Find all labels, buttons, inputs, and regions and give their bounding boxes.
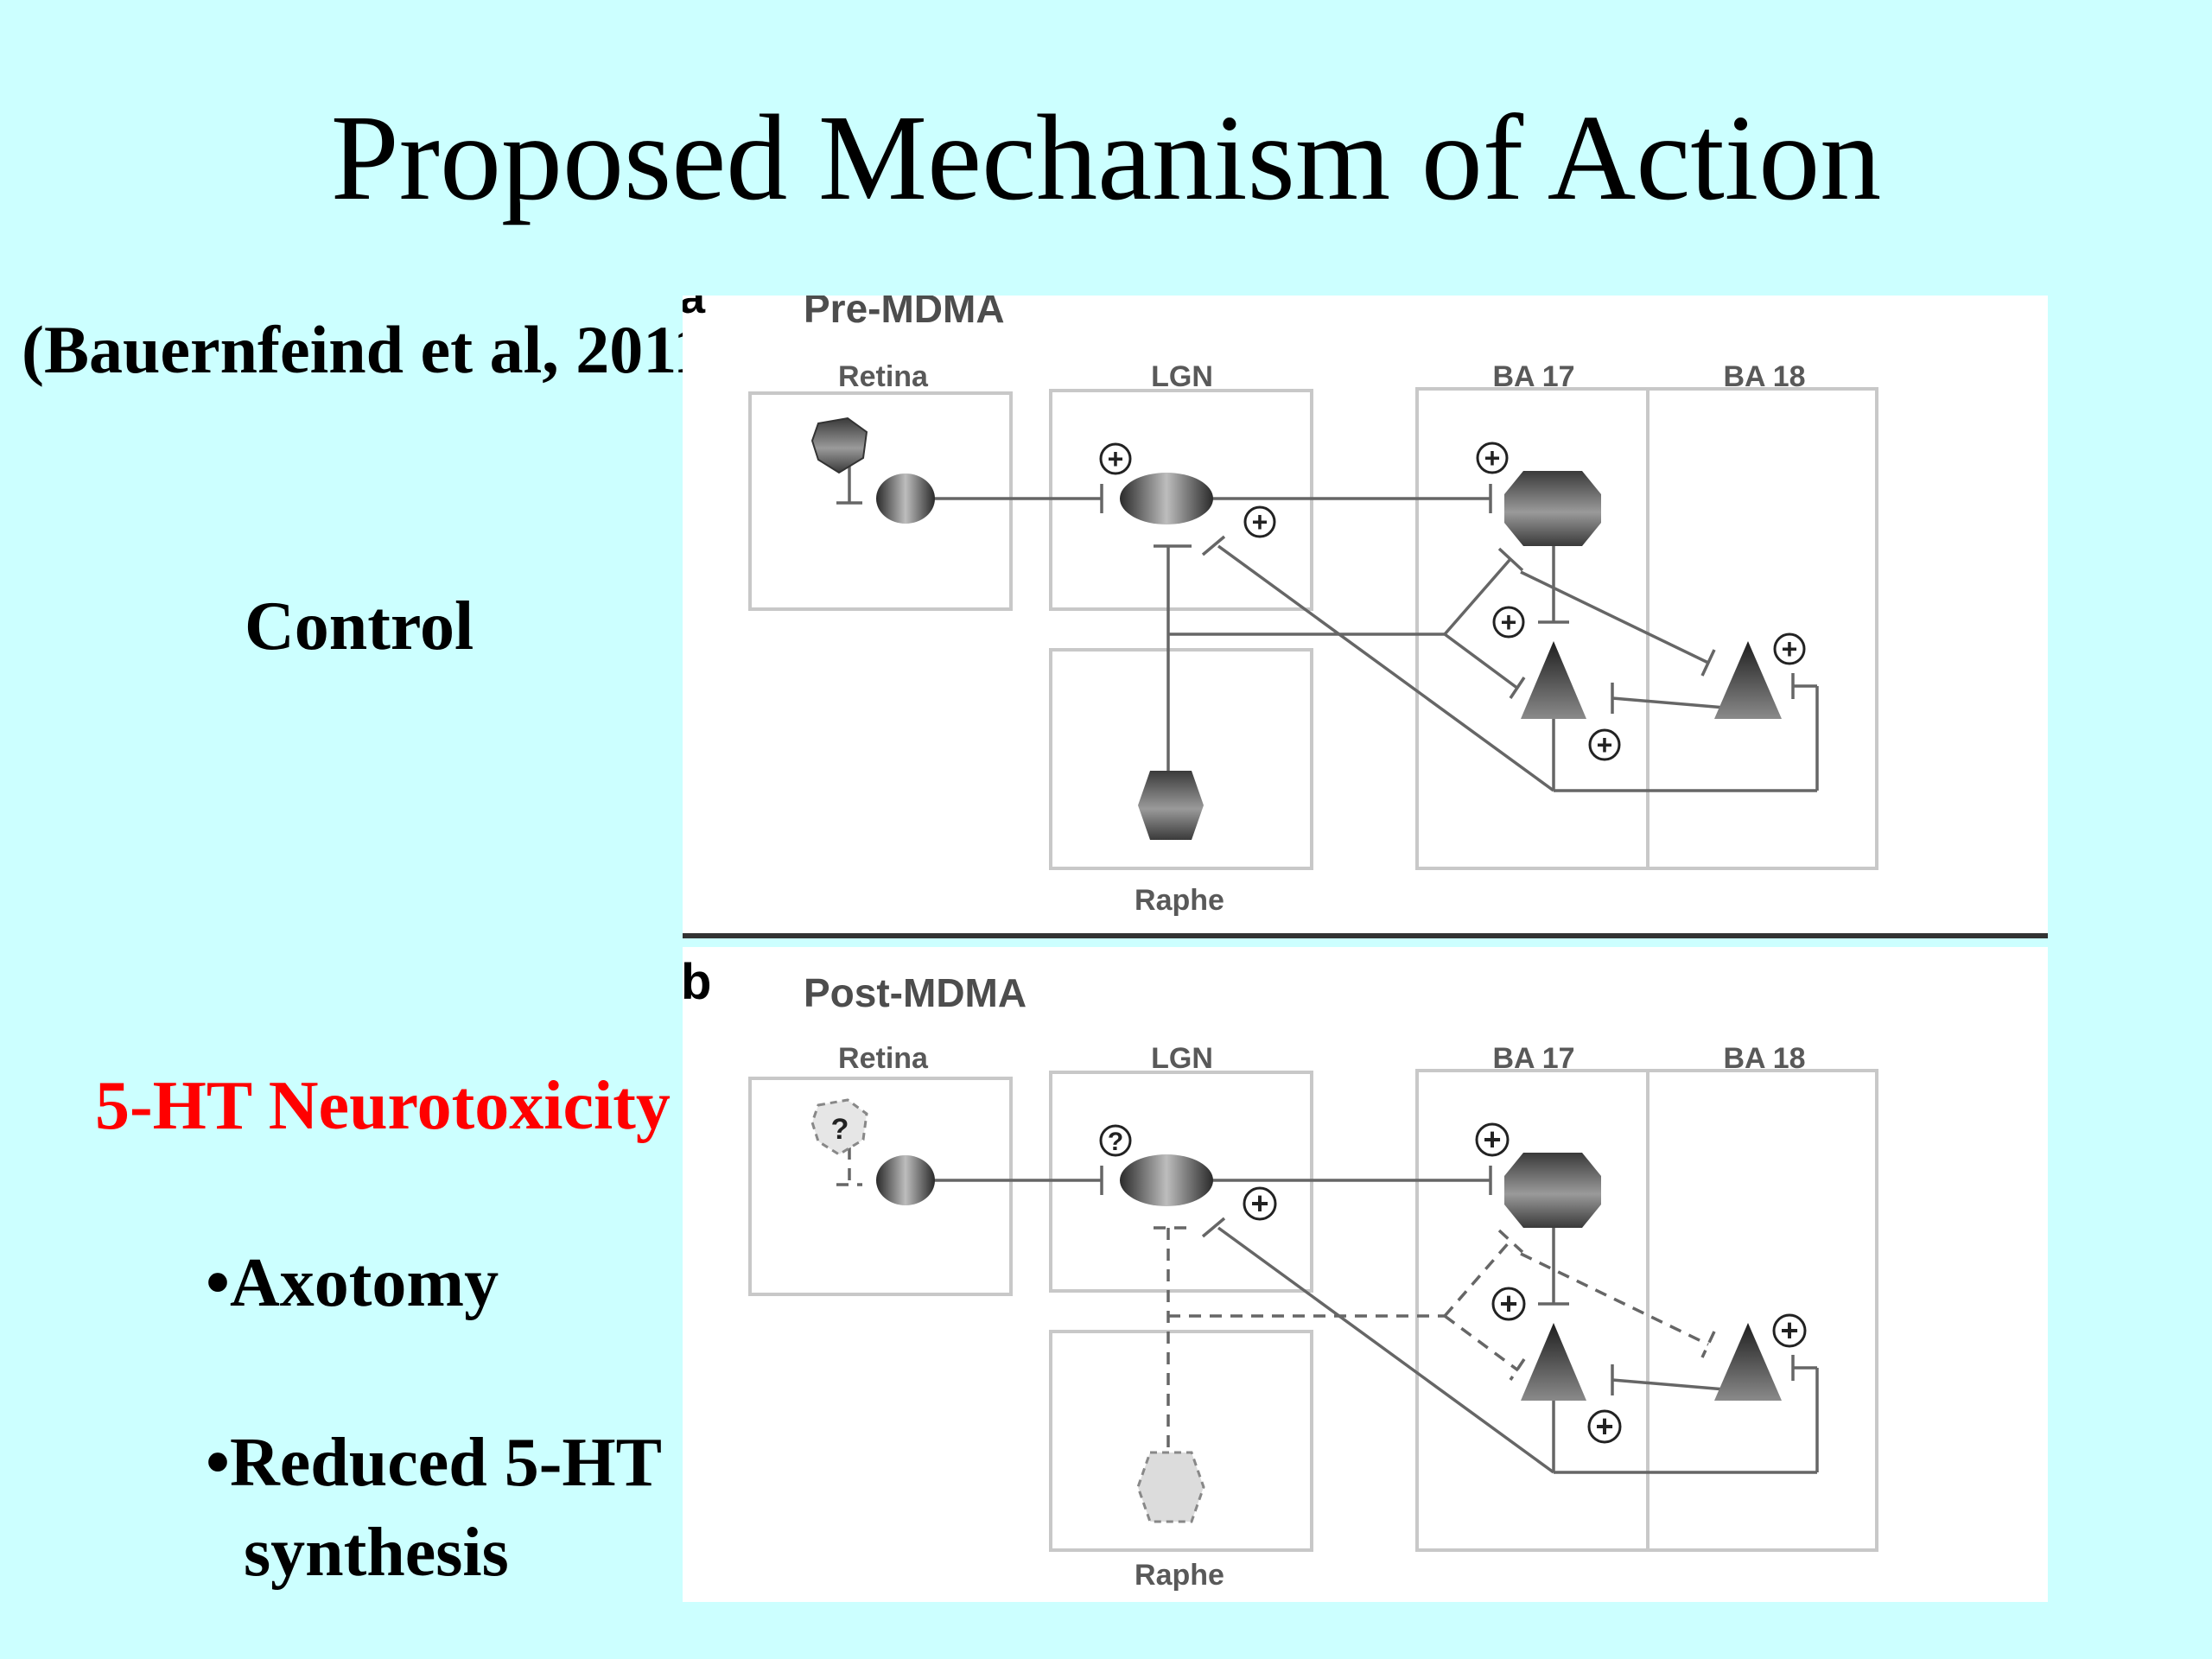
svg-text:?: ? — [1108, 1128, 1123, 1156]
raphe-box — [1049, 648, 1313, 870]
ba17-interneuron-icon — [1504, 471, 1601, 546]
excitatory-marker: + — [1243, 505, 1276, 538]
excitatory-marker: + — [1492, 606, 1525, 639]
excitatory-marker: + — [1475, 1122, 1510, 1157]
bullet-axotomy: •Axotomy — [206, 1245, 499, 1321]
retina-ganglion-cell-icon — [876, 474, 935, 524]
svg-text:+: + — [1780, 1313, 1798, 1348]
excitatory-marker: + — [1476, 442, 1509, 474]
panel-title: Post-MDMA — [804, 970, 1027, 1015]
raphe-serotonin-neuron-icon — [1138, 771, 1204, 840]
slide-title: Proposed Mechanism of Action — [330, 89, 1882, 226]
ba17-interneuron-icon — [1504, 1153, 1601, 1228]
panel-pre-mdma: a Pre-MDMA Retina LGN BA 17 BA 18 Raphe — [683, 296, 2048, 937]
control-label: Control — [245, 588, 474, 664]
panel-post-mdma: b Post-MDMA Retina LGN BA 17 BA 18 Raphe — [683, 947, 2048, 1602]
excitatory-marker: + — [1588, 728, 1621, 761]
panel-letter: b — [683, 954, 711, 1010]
lgn-relay-neuron-icon — [1120, 1154, 1213, 1206]
retina-ganglion-cell-icon — [876, 1155, 935, 1205]
lgn-label: LGN — [1151, 360, 1213, 393]
ba18-pyramidal-neuron-icon — [1714, 1323, 1782, 1401]
raphe-label: Raphe — [1135, 884, 1224, 917]
ba18-pyramidal-neuron-icon — [1714, 641, 1782, 719]
panel-letter: a — [683, 296, 706, 323]
excitatory-marker: + — [1099, 442, 1132, 475]
excitatory-marker: + — [1773, 632, 1806, 665]
excitatory-marker: + — [1243, 1185, 1277, 1221]
bullet-reduced-synthesis-line2: synthesis — [244, 1515, 509, 1591]
svg-text:+: + — [1782, 633, 1798, 664]
excitatory-marker: + — [1491, 1286, 1526, 1321]
svg-text:+: + — [1252, 506, 1268, 537]
retina-box — [748, 1077, 1013, 1296]
raphe-label: Raphe — [1135, 1559, 1224, 1592]
svg-text:+: + — [1483, 1122, 1501, 1157]
retina-label: Retina — [838, 1042, 929, 1075]
raphe-box — [1049, 1330, 1313, 1552]
excitatory-marker: + — [1587, 1408, 1622, 1444]
svg-text:+: + — [1501, 607, 1517, 638]
retina-serotonin-terminal-icon — [810, 416, 868, 474]
bullet-reduced-synthesis-line1: •Reduced 5-HT — [206, 1425, 663, 1501]
svg-text:+: + — [1595, 1408, 1613, 1444]
retina-box — [748, 391, 1013, 611]
svg-text:+: + — [1597, 729, 1613, 760]
ba17-pyramidal-neuron-icon — [1521, 641, 1586, 719]
citation: (Bauernfeind et al, 2011) — [22, 312, 729, 387]
panel-title: Pre-MDMA — [804, 296, 1005, 331]
raphe-degenerated-neuron-icon — [1136, 1451, 1205, 1523]
unknown-marker: ? — [831, 1113, 849, 1146]
retina-degenerated-terminal-icon — [810, 1098, 868, 1156]
retina-label: Retina — [838, 360, 929, 393]
svg-text:+: + — [1484, 442, 1501, 474]
svg-text:+: + — [1108, 443, 1124, 474]
excitatory-marker: + — [1772, 1313, 1807, 1348]
lgn-label: LGN — [1151, 1042, 1213, 1075]
unknown-marker: ? — [1099, 1124, 1132, 1157]
neurotoxicity-label: 5-HT Neurotoxicity — [95, 1068, 671, 1144]
svg-text:+: + — [1250, 1185, 1268, 1221]
lgn-relay-neuron-icon — [1120, 473, 1213, 524]
ba17-pyramidal-neuron-icon — [1521, 1323, 1586, 1401]
panel-divider — [683, 933, 2048, 938]
svg-text:+: + — [1499, 1286, 1517, 1321]
